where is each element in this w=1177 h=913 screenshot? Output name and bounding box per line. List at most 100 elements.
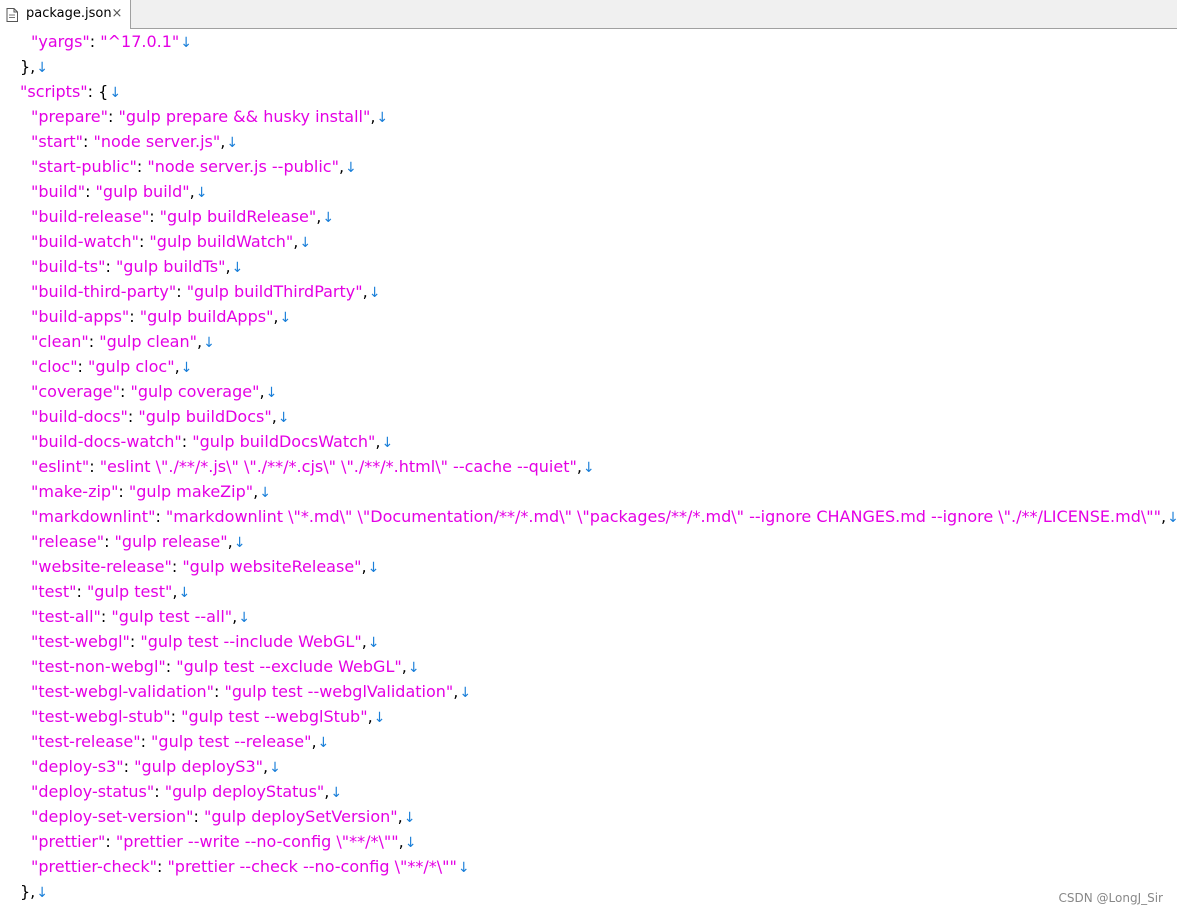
json-punctuation: , — [225, 257, 231, 276]
json-separator: : — [171, 557, 183, 576]
json-key: "build-release" — [31, 207, 150, 226]
eol-arrow-icon: ↓ — [238, 610, 250, 626]
json-key: "make-zip" — [31, 482, 119, 501]
json-separator: : — [154, 782, 165, 801]
json-separator: : — [170, 707, 182, 726]
json-separator: : — [123, 757, 135, 776]
code-line: "prettier": "prettier --write --no-confi… — [0, 829, 1177, 854]
code-line: "build-watch": "gulp buildWatch",↓ — [0, 229, 1177, 254]
json-punctuation: { — [98, 82, 109, 101]
code-lines: "yargs": "^17.0.1"↓},↓"scripts": {↓"prep… — [0, 29, 1177, 904]
code-line: "test-non-webgl": "gulp test --exclude W… — [0, 654, 1177, 679]
json-separator: : — [156, 857, 168, 876]
json-value: "^17.0.1" — [100, 32, 180, 51]
tab-package-json[interactable]: package.json × — [0, 0, 131, 29]
json-punctuation: , — [453, 682, 459, 701]
code-line: },↓ — [0, 879, 1177, 904]
json-punctuation: , — [293, 232, 299, 251]
code-line: "deploy-set-version": "gulp deploySetVer… — [0, 804, 1177, 829]
json-separator: : — [129, 632, 141, 651]
json-key: "build-docs-watch" — [31, 432, 182, 451]
watermark: CSDN @LongJ_Sir — [1058, 891, 1164, 905]
code-line: "test-all": "gulp test --all",↓ — [0, 604, 1177, 629]
eol-arrow-icon: ↓ — [233, 535, 246, 551]
code-line: "yargs": "^17.0.1"↓ — [0, 29, 1177, 54]
eol-arrow-icon: ↓ — [1167, 510, 1177, 526]
json-key: "cloc" — [31, 357, 78, 376]
json-separator: : — [138, 232, 150, 251]
eol-arrow-icon: ↓ — [376, 110, 389, 126]
code-line: "make-zip": "gulp makeZip",↓ — [0, 479, 1177, 504]
json-separator: : — [129, 307, 140, 326]
json-value: "gulp buildRelease" — [159, 207, 317, 226]
json-separator: : — [176, 282, 187, 301]
eol-arrow-icon: ↓ — [367, 560, 380, 576]
code-line: "test-webgl-stub": "gulp test --webglStu… — [0, 704, 1177, 729]
json-value: "gulp deployS3" — [134, 757, 263, 776]
eol-arrow-icon: ↓ — [459, 685, 472, 701]
code-line: "test-webgl-validation": "gulp test --we… — [0, 679, 1177, 704]
json-separator: : — [107, 107, 119, 126]
eol-arrow-icon: ↓ — [381, 435, 394, 451]
eol-arrow-icon: ↓ — [322, 210, 335, 226]
json-punctuation: , — [253, 482, 259, 501]
eol-arrow-icon: ↓ — [299, 235, 312, 251]
json-separator: : — [155, 507, 166, 526]
json-separator: : — [104, 532, 115, 551]
json-value: "eslint \"./**/*.js\" \"./**/*.cjs\" \".… — [99, 457, 577, 476]
json-value: "gulp buildTs" — [115, 257, 226, 276]
eol-arrow-icon: ↓ — [582, 460, 595, 476]
json-key: "build-third-party" — [31, 282, 177, 301]
json-punctuation: , — [397, 807, 403, 826]
code-line: "coverage": "gulp coverage",↓ — [0, 379, 1177, 404]
eol-arrow-icon: ↓ — [109, 85, 122, 101]
eol-arrow-icon: ↓ — [345, 160, 357, 176]
code-line: "deploy-status": "gulp deployStatus",↓ — [0, 779, 1177, 804]
json-key: "scripts" — [20, 82, 88, 101]
json-key: "prettier" — [31, 832, 106, 851]
json-value: "prettier --write --no-config \"**/*\"" — [115, 832, 399, 851]
json-punctuation: , — [259, 382, 265, 401]
code-line: "build-docs": "gulp buildDocs",↓ — [0, 404, 1177, 429]
json-separator: : — [181, 432, 193, 451]
json-key: "test-webgl-validation" — [31, 682, 215, 701]
json-punctuation: , — [576, 457, 582, 476]
json-key: "website-release" — [31, 557, 172, 576]
json-punctuation: , — [367, 707, 373, 726]
code-line: "website-release": "gulp websiteRelease"… — [0, 554, 1177, 579]
json-separator: : — [89, 32, 101, 51]
json-value: "gulp makeZip" — [128, 482, 254, 501]
eol-arrow-icon: ↓ — [404, 835, 417, 851]
json-value: "gulp buildDocsWatch" — [192, 432, 376, 451]
json-key: "test-non-webgl" — [31, 657, 166, 676]
json-punctuation: , — [401, 657, 407, 676]
eol-arrow-icon: ↓ — [317, 735, 330, 751]
tab-bar: package.json × — [0, 0, 1177, 29]
json-separator: : — [87, 82, 99, 101]
code-line: "prettier-check": "prettier --check --no… — [0, 854, 1177, 879]
json-punctuation: }, — [20, 882, 36, 901]
code-line: "start-public": "node server.js --public… — [0, 154, 1177, 179]
json-separator: : — [89, 457, 100, 476]
json-punctuation: , — [220, 132, 226, 151]
json-key: "build-ts" — [31, 257, 106, 276]
json-key: "test-release" — [31, 732, 141, 751]
json-value: "gulp test --all" — [111, 607, 233, 626]
eol-arrow-icon: ↓ — [180, 35, 193, 51]
json-separator: : — [105, 257, 116, 276]
json-separator: : — [85, 182, 96, 201]
close-icon[interactable]: × — [111, 6, 123, 21]
eol-arrow-icon: ↓ — [265, 385, 278, 401]
json-value: "gulp clean" — [99, 332, 197, 351]
eol-arrow-icon: ↓ — [259, 485, 271, 501]
json-punctuation: , — [361, 632, 367, 651]
json-punctuation: , — [271, 407, 277, 426]
json-punctuation: , — [398, 832, 404, 851]
json-key: "build-apps" — [31, 307, 130, 326]
code-line: "build-docs-watch": "gulp buildDocsWatch… — [0, 429, 1177, 454]
code-editor[interactable]: "yargs": "^17.0.1"↓},↓"scripts": {↓"prep… — [0, 29, 1177, 913]
json-punctuation: , — [172, 582, 178, 601]
code-line: "build-third-party": "gulp buildThirdPar… — [0, 279, 1177, 304]
json-value: "gulp build" — [95, 182, 190, 201]
eol-arrow-icon: ↓ — [330, 785, 343, 801]
